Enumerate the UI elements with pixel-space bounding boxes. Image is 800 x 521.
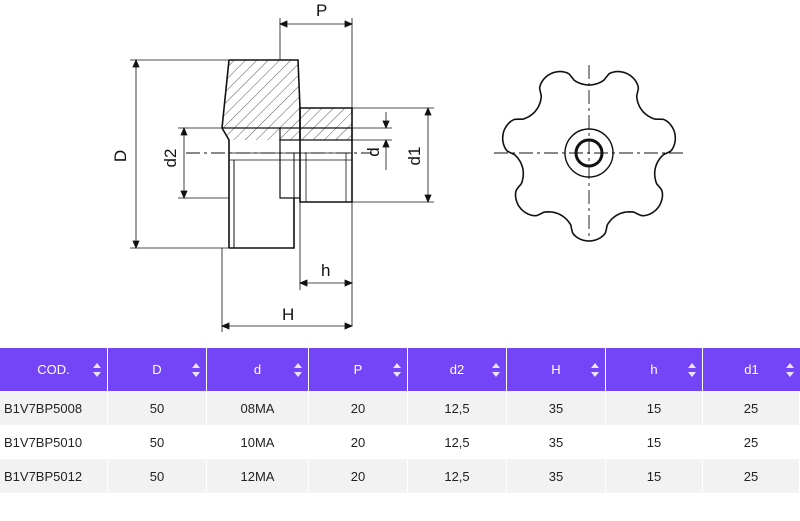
label-d2: d2 — [161, 149, 180, 168]
table-cell: 35 — [507, 459, 606, 493]
table-cell: 50 — [108, 459, 207, 493]
table-cell: 25 — [703, 391, 800, 425]
table-cell: 20 — [309, 391, 408, 425]
sort-updown-icon[interactable] — [93, 362, 101, 377]
sort-updown-icon[interactable] — [688, 362, 696, 377]
side-section-view — [221, 59, 353, 249]
table-cell: 08MA — [207, 391, 309, 425]
label-P: P — [316, 1, 327, 20]
column-header-label: h — [650, 362, 658, 377]
dimension-lines-side — [130, 18, 434, 332]
table-cell: 35 — [507, 425, 606, 459]
column-header-label: H — [551, 362, 561, 377]
label-H: H — [282, 305, 294, 324]
technical-drawing: P D d2 d d1 h H — [111, 1, 684, 332]
sort-updown-icon[interactable] — [393, 362, 401, 377]
table-cell: 20 — [309, 425, 408, 459]
product-code-cell: B1V7BP5008 — [0, 391, 108, 425]
table-cell: 15 — [606, 425, 703, 459]
column-header-label: d2 — [449, 362, 465, 377]
table-cell: 15 — [606, 391, 703, 425]
table-cell: 12MA — [207, 459, 309, 493]
table-cell: 20 — [309, 459, 408, 493]
knob-section-hatch — [222, 60, 352, 140]
table-cell: 25 — [703, 425, 800, 459]
column-header-label: D — [152, 362, 162, 377]
sort-updown-icon[interactable] — [591, 362, 599, 377]
front-star-view — [494, 65, 684, 242]
table-cell: 12,5 — [408, 425, 507, 459]
star-knob-outline — [501, 70, 677, 242]
column-header[interactable]: COD. — [0, 348, 108, 391]
table-cell: 10MA — [207, 425, 309, 459]
column-header-label: COD. — [37, 362, 70, 377]
column-header-label: d — [253, 362, 262, 377]
label-D: D — [111, 150, 130, 162]
label-d1: d1 — [405, 147, 424, 166]
label-h: h — [321, 261, 330, 280]
column-header-label: d1 — [744, 362, 759, 377]
sort-updown-icon[interactable] — [786, 362, 794, 377]
column-header[interactable]: H — [507, 348, 606, 391]
product-code-cell: B1V7BP5010 — [0, 425, 108, 459]
sort-updown-icon[interactable] — [294, 362, 302, 377]
sort-updown-icon[interactable] — [192, 362, 200, 377]
knob-outline — [221, 59, 301, 249]
column-header[interactable]: P — [309, 348, 408, 391]
column-header-label: P — [353, 362, 363, 377]
column-header[interactable]: d1 — [703, 348, 800, 391]
table-cell: 50 — [108, 425, 207, 459]
table-cell: 12,5 — [408, 391, 507, 425]
table-cell: 35 — [507, 391, 606, 425]
product-code-cell: B1V7BP5012 — [0, 459, 108, 493]
table-cell: 15 — [606, 459, 703, 493]
sort-updown-icon[interactable] — [492, 362, 500, 377]
label-d: d — [364, 147, 383, 156]
column-header[interactable]: h — [606, 348, 703, 391]
insert-thread-hatch — [279, 127, 353, 141]
table-cell: 25 — [703, 459, 800, 493]
table-cell: 50 — [108, 391, 207, 425]
column-header[interactable]: d2 — [408, 348, 507, 391]
column-header[interactable]: D — [108, 348, 207, 391]
column-header[interactable]: d — [207, 348, 309, 391]
table-cell: 12,5 — [408, 459, 507, 493]
